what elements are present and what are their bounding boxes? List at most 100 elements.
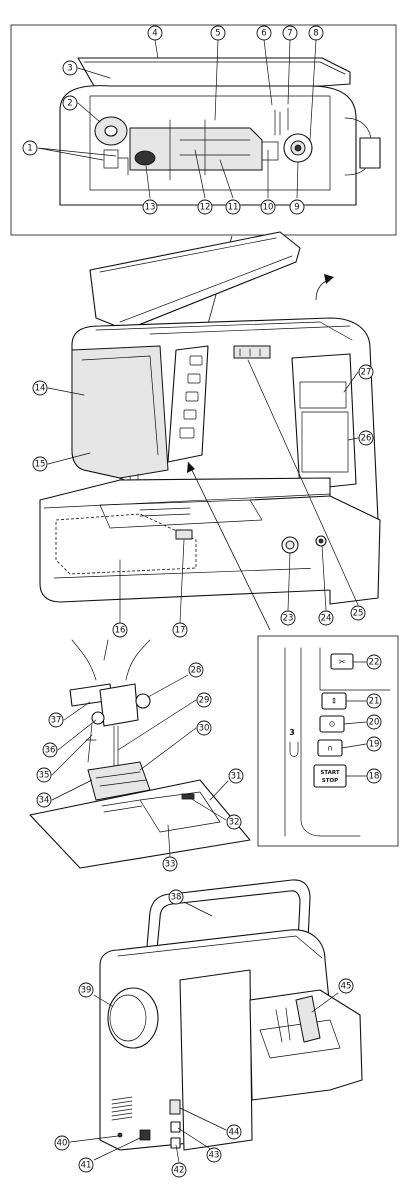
callout-number-22: 22 — [369, 658, 380, 668]
button-panel-frame — [257, 635, 399, 847]
callout-25: 25 — [350, 605, 366, 621]
touch-screen — [301, 411, 349, 473]
callout-27: 27 — [358, 364, 374, 380]
callout-number-8: 8 — [313, 29, 318, 39]
face-plate — [71, 345, 169, 479]
reverse-stitch-icon: ∩ — [327, 744, 333, 753]
callout-number-21: 21 — [369, 697, 380, 707]
callout-23: 23 — [280, 610, 296, 626]
callout-22: 22 — [366, 654, 382, 670]
callout-number-26: 26 — [361, 434, 372, 444]
foot-control-jack — [139, 1129, 151, 1141]
speed-control-slider — [233, 345, 271, 359]
callout-19: 19 — [366, 736, 382, 752]
needle-bar-housing — [99, 683, 139, 727]
start-stop-label-2: STOP — [322, 778, 338, 784]
callout-24: 24 — [318, 610, 334, 626]
main-machine-front-view — [39, 231, 381, 631]
needle-area-detail — [29, 639, 251, 869]
callout-43: 43 — [206, 1147, 222, 1163]
callout-number-28: 28 — [191, 666, 202, 676]
callout-number-39: 39 — [81, 986, 92, 996]
callout-number-41: 41 — [81, 1161, 92, 1171]
callout-44: 44 — [226, 1124, 242, 1140]
callout-number-18: 18 — [369, 772, 380, 782]
start-stop-label-1: START — [320, 770, 340, 776]
callout-34: 34 — [36, 792, 52, 808]
callout-12: 12 — [197, 199, 213, 215]
callout-21: 21 — [366, 693, 382, 709]
callout-number-17: 17 — [175, 626, 186, 636]
callout-31: 31 — [228, 768, 244, 784]
callout-number-12: 12 — [200, 203, 211, 213]
lcd-panel-housing — [291, 353, 357, 491]
callout-1: 1 — [22, 140, 38, 156]
bobbin-cover-plate — [139, 791, 221, 833]
callout-number-38: 38 — [171, 893, 182, 903]
callout-number-16: 16 — [115, 626, 126, 636]
callout-number-15: 15 — [35, 460, 46, 470]
pretension-dial — [134, 150, 156, 166]
callout-number-45: 45 — [341, 982, 352, 992]
rear-screw-hole — [117, 1132, 123, 1138]
callout-5: 5 — [210, 25, 226, 41]
callout-39: 39 — [78, 982, 94, 998]
callout-number-20: 20 — [369, 718, 380, 728]
callout-13: 13 — [142, 199, 158, 215]
callout-4: 4 — [147, 25, 163, 41]
foot-control-socket — [170, 1137, 181, 1149]
needle-clamp-screw — [135, 693, 151, 709]
callout-38: 38 — [168, 889, 184, 905]
callout-number-6: 6 — [261, 29, 266, 39]
callout-number-35: 35 — [39, 771, 50, 781]
callout-7: 7 — [282, 25, 298, 41]
callout-number-44: 44 — [229, 1128, 240, 1138]
callout-16: 16 — [112, 622, 128, 638]
callout-42: 42 — [171, 1162, 187, 1178]
callout-2: 2 — [62, 95, 78, 111]
callout-number-4: 4 — [152, 29, 157, 39]
callout-number-27: 27 — [361, 368, 372, 378]
callout-15: 15 — [32, 456, 48, 472]
presser-foot-lifter — [295, 995, 321, 1043]
callout-20: 20 — [366, 714, 382, 730]
callout-number-25: 25 — [353, 609, 364, 619]
callout-number-14: 14 — [35, 384, 46, 394]
handwheel — [107, 987, 159, 1049]
callout-number-19: 19 — [369, 740, 380, 750]
air-vent — [111, 1096, 133, 1121]
callout-number-31: 31 — [231, 772, 242, 782]
top-lid-open — [89, 231, 301, 331]
front-button-panel — [167, 345, 209, 463]
needle-threader — [91, 711, 105, 725]
callout-10: 10 — [260, 199, 276, 215]
callout-number-23: 23 — [283, 614, 294, 624]
callout-6: 6 — [256, 25, 272, 41]
free-arm-latch — [175, 529, 193, 540]
callout-29: 29 — [196, 692, 212, 708]
callout-number-34: 34 — [39, 796, 50, 806]
needle-plate — [29, 779, 251, 869]
callout-8: 8 — [308, 25, 324, 41]
callout-number-10: 10 — [263, 203, 274, 213]
thread-cutter-button[interactable] — [330, 653, 354, 670]
callout-28: 28 — [188, 662, 204, 678]
callout-37: 37 — [48, 712, 64, 728]
callout-number-32: 32 — [229, 818, 240, 828]
callout-number-33: 33 — [165, 860, 176, 870]
button-panel-detail: 3 ✂ ⇕ ⊙ ∩ START STOP — [257, 635, 399, 847]
callout-number-43: 43 — [209, 1151, 220, 1161]
callout-45: 45 — [338, 978, 354, 994]
inset-top-frame — [10, 24, 397, 236]
callout-number-24: 24 — [321, 614, 332, 624]
thread-tension-mark: 3 — [289, 728, 295, 737]
callout-number-36: 36 — [45, 746, 56, 756]
callout-35: 35 — [36, 767, 52, 783]
handwheel-partial — [359, 137, 381, 169]
callout-18: 18 — [366, 768, 382, 784]
callout-number-30: 30 — [199, 724, 210, 734]
callout-3: 3 — [62, 60, 78, 76]
callout-30: 30 — [196, 720, 212, 736]
